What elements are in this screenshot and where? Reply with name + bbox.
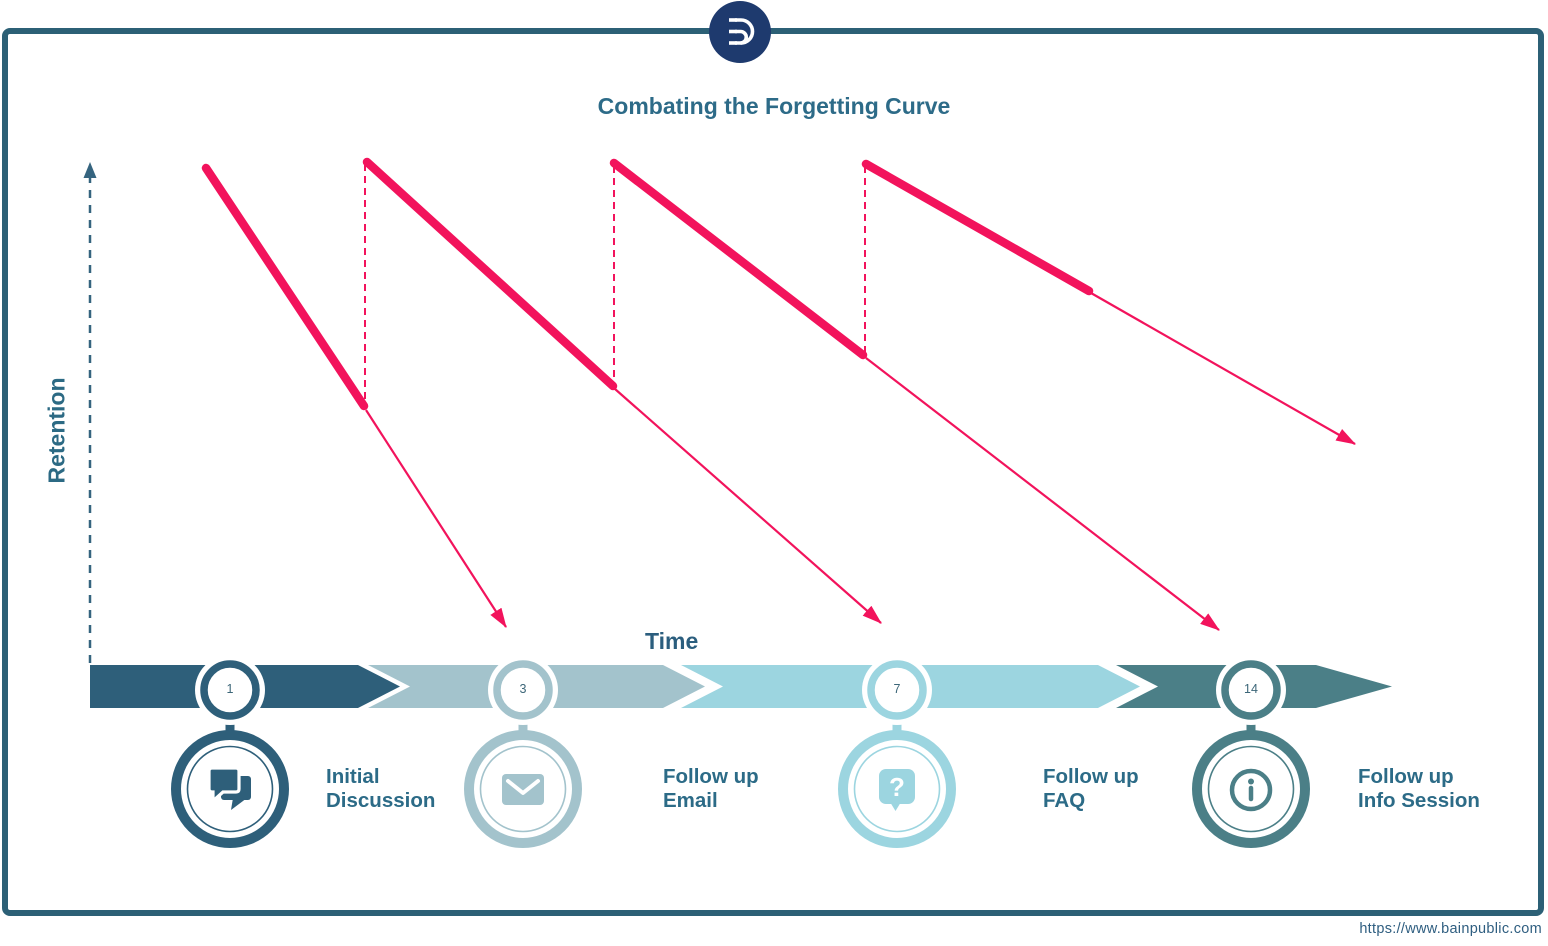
question-icon: ?	[879, 769, 915, 811]
question-glyph: ?	[889, 772, 905, 802]
day-badge-1	[200, 660, 260, 720]
bainpublic-logo	[709, 1, 771, 63]
label-line-1: Follow up	[663, 765, 759, 788]
milestone-circle-follow-up-info-session	[1192, 730, 1310, 848]
x-axis-label: Time	[645, 628, 699, 654]
logo-b-icon	[729, 18, 755, 45]
chat-icon	[207, 766, 251, 810]
page-border	[2, 28, 1544, 916]
label-line-2: Discussion	[326, 788, 436, 812]
day-number-7: 7	[893, 682, 901, 696]
decay-arrow-3	[865, 357, 1220, 631]
milestone-circle-follow-up-email	[464, 730, 582, 848]
info-icon	[1229, 768, 1273, 812]
retention-curve-3	[609, 158, 868, 360]
day-number-1: 1	[226, 682, 234, 696]
label-line-1: Initial	[326, 765, 380, 788]
milestone-circle-initial-discussion	[171, 730, 289, 848]
retention-curve-1	[201, 163, 369, 411]
day-badge-3	[493, 660, 553, 720]
milestone-label-initial-discussion: Initial Discussion	[326, 765, 516, 812]
day-number-14: 14	[1244, 682, 1258, 696]
decay-arrow-2	[614, 388, 882, 624]
milestone-label-follow-up-faq: Follow up FAQ	[1043, 765, 1233, 812]
milestone-circle-follow-up-faq: ?	[838, 730, 956, 848]
decay-arrow-4	[1090, 292, 1356, 445]
y-axis	[83, 162, 97, 663]
label-line-2: Info Session	[1358, 788, 1480, 812]
decay-arrow-1	[365, 409, 507, 628]
email-icon	[502, 774, 544, 805]
day-badge-7	[867, 660, 927, 720]
page-title: Combating the Forgetting Curve	[597, 93, 951, 119]
milestone-label-follow-up-email: Follow up Email	[663, 765, 853, 812]
label-line-2: FAQ	[1043, 788, 1086, 812]
y-axis-arrowhead	[83, 162, 97, 178]
label-line-1: Follow up	[1043, 765, 1139, 788]
day-badges	[195, 655, 1286, 725]
day-badge-14	[1221, 660, 1281, 720]
forgetting-curves	[201, 157, 1356, 631]
milestone-icons: ?	[171, 730, 1310, 848]
label-line-2: Email	[663, 788, 718, 812]
retention-curve-2	[362, 157, 618, 391]
label-line-1: Follow up	[1358, 765, 1454, 788]
timeline-bar	[90, 665, 1392, 708]
day-number-3: 3	[519, 682, 527, 696]
retention-curve-4	[861, 159, 1094, 296]
milestone-label-follow-up-info-session: Follow up Info Session	[1358, 765, 1548, 812]
footer-url-link[interactable]: https://www.bainpublic.com	[1359, 921, 1542, 937]
